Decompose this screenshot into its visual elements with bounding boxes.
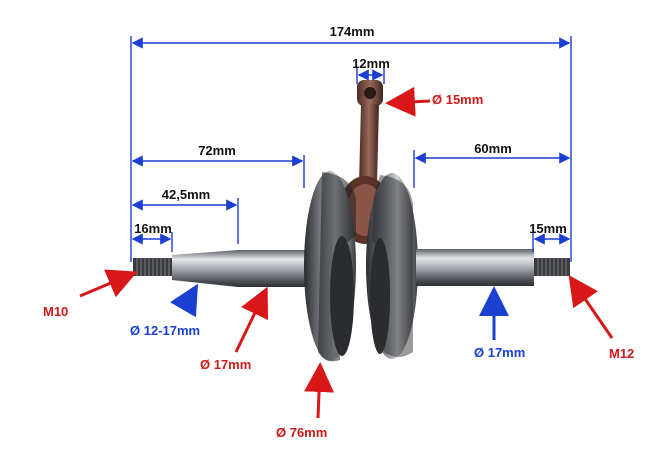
label-pin-diameter: Ø 15mm [432, 92, 483, 107]
label-15mm: 15mm [529, 221, 567, 236]
label-174mm: 174mm [330, 24, 375, 39]
left-shaft [238, 250, 310, 287]
label-m12: M12 [609, 346, 634, 361]
dimension-labels: 174mm 12mm 72mm 60mm 42,5mm 16mm 15mm [134, 24, 567, 236]
label-16mm: 16mm [134, 221, 172, 236]
arrow-pin-diameter [385, 86, 431, 117]
left-thread [133, 258, 173, 276]
label-72mm: 72mm [198, 143, 236, 158]
label-left-shaft-diameter: Ø 17mm [200, 357, 251, 372]
dimension-lines [130, 36, 572, 262]
left-web [304, 171, 356, 362]
callout-labels: Ø 15mm M10 Ø 12-17mm Ø 17mm Ø 76mm Ø 17m… [43, 92, 634, 440]
arrow-m10 [79, 269, 138, 298]
label-60mm: 60mm [474, 141, 512, 156]
right-thread [534, 258, 570, 276]
label-42-5mm: 42,5mm [162, 187, 210, 202]
arrow-taper-diameter [169, 283, 199, 318]
crankshaft [133, 80, 570, 362]
arrow-m12 [568, 275, 614, 339]
label-web-diameter: Ø 76mm [276, 425, 327, 440]
label-taper-diameter: Ø 12-17mm [130, 323, 200, 338]
right-web [366, 173, 418, 359]
right-shaft [416, 249, 534, 286]
left-taper [172, 250, 238, 287]
label-12mm: 12mm [352, 56, 390, 71]
arrow-left-shaft-diameter [234, 286, 269, 353]
callout-arrows [79, 86, 614, 419]
arrow-web-diameter [304, 362, 335, 419]
label-right-shaft-diameter: Ø 17mm [474, 345, 525, 360]
label-m10: M10 [43, 304, 68, 319]
